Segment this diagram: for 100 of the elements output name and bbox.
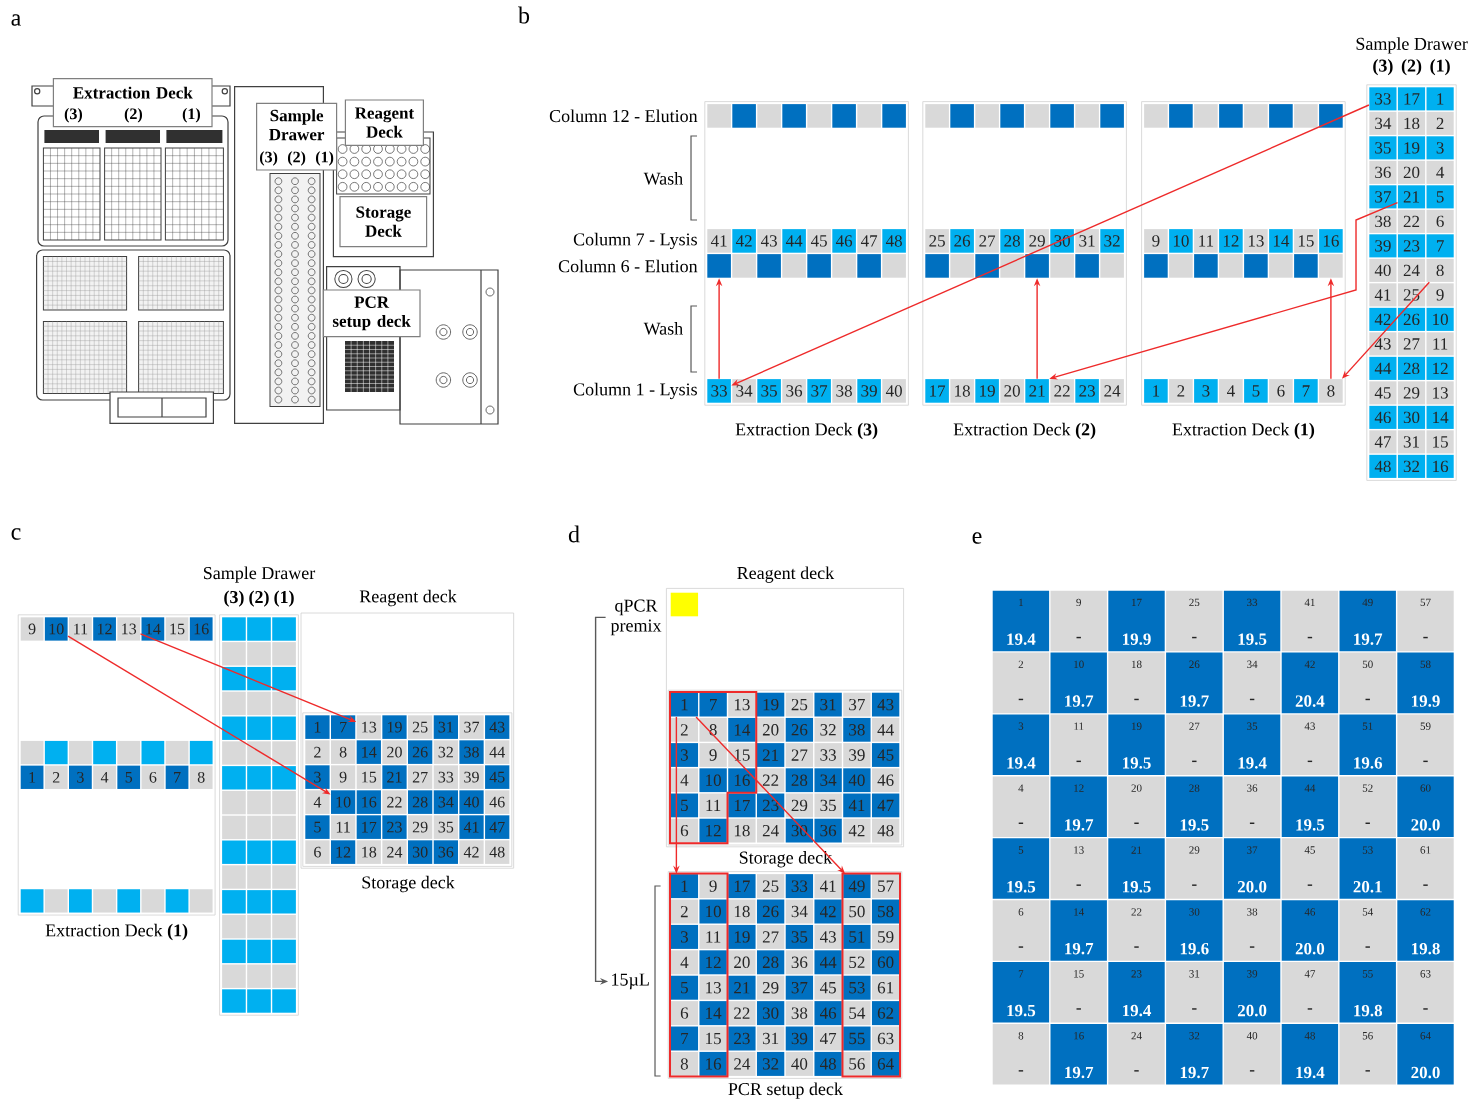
well: 10 (331, 790, 356, 814)
well: 9 (1144, 229, 1168, 253)
well (1294, 104, 1318, 128)
well: 42 (459, 840, 484, 864)
node-label: 2 (680, 724, 688, 736)
well: 15 (728, 743, 756, 767)
well (1219, 104, 1243, 128)
well: 12 (1219, 229, 1243, 253)
well: 7 (699, 692, 727, 717)
row-label: Wash (643, 322, 683, 335)
well: 23 (1075, 379, 1099, 403)
well: 21 (756, 743, 785, 767)
node-label: 15 (1433, 436, 1448, 448)
deck-caption: Storage deck (739, 851, 833, 868)
well: 4 (1219, 379, 1243, 403)
well: 44 (1369, 356, 1397, 380)
well: 3 (1426, 136, 1454, 160)
well: 8 (331, 740, 356, 764)
well: 31 (814, 692, 842, 717)
well (1194, 254, 1218, 278)
well: 42 (843, 818, 871, 843)
well: 23 (1397, 234, 1426, 258)
well: 27 (1397, 332, 1426, 356)
node-label: 35 (820, 799, 836, 812)
well: 37 (1369, 185, 1397, 209)
node-label: 11 (1433, 338, 1448, 350)
well: 32 (1100, 229, 1124, 253)
node-label: 1 (681, 699, 688, 711)
panel-letter: b (518, 6, 530, 24)
well: 40 (882, 379, 906, 403)
node-label: 9 (1152, 235, 1160, 247)
node-label: 33 (1375, 93, 1391, 105)
well: 26 (950, 229, 974, 253)
label-box: Storage Deck (339, 196, 428, 248)
well (189, 889, 213, 913)
row-label: Wash (643, 172, 683, 185)
well (857, 104, 881, 128)
node-label: 9 (709, 880, 717, 892)
well: 1 (1144, 379, 1168, 403)
node-label: 9 (1436, 289, 1444, 301)
node-label: 26 (1403, 313, 1420, 326)
well: 7 (1426, 234, 1454, 258)
node-label: 38 (1375, 215, 1391, 228)
node-label: 40 (885, 385, 902, 397)
well (1100, 254, 1124, 278)
well: 29 (408, 815, 433, 839)
well: 11 (331, 815, 356, 839)
well: 16 (189, 617, 213, 641)
well: 16 (699, 1051, 727, 1076)
well: 23 (382, 815, 407, 839)
well: 28 (785, 768, 814, 793)
well: 60 (871, 950, 900, 975)
well: 22 (1050, 379, 1074, 403)
well: 18 (950, 379, 974, 403)
node-label: 34 (438, 796, 454, 808)
well: 31 (1397, 430, 1426, 454)
node-label: 42 (463, 846, 479, 858)
well: 24 (1100, 379, 1124, 403)
slot-number: (2) (124, 107, 142, 123)
well: 36 (433, 840, 458, 864)
well: 2 (305, 740, 330, 764)
well: 24 (382, 840, 407, 864)
well (93, 889, 116, 913)
reagent-label: qPCR premix (610, 599, 662, 636)
node-label: 19 (1404, 142, 1420, 154)
well: 14 (728, 717, 756, 742)
node-label: 25 (762, 880, 779, 892)
well: 35 (433, 815, 458, 839)
well: 41 (843, 793, 871, 818)
column-header: (1) (1430, 59, 1450, 76)
well (1050, 104, 1074, 128)
well: 45 (814, 975, 842, 1000)
node-label: 5 (1436, 191, 1444, 203)
well: 54 (843, 1001, 871, 1026)
well: 9 (699, 874, 727, 899)
well: 13 (356, 715, 381, 739)
row-label: Column 1 - Lysis (573, 382, 697, 400)
node-label: 7 (340, 721, 347, 733)
well: 5 (117, 765, 141, 789)
well: 36 (814, 818, 842, 843)
well (117, 740, 141, 765)
well (1100, 104, 1124, 128)
well: 3 (305, 765, 330, 789)
well: 43 (1369, 332, 1397, 356)
node-label: 34 (1375, 117, 1392, 130)
well: 41 (459, 815, 484, 839)
well: 12 (331, 840, 356, 864)
column-header: (3) (1373, 59, 1393, 76)
node-label: 17 (734, 799, 750, 812)
node-label: 8 (709, 724, 717, 736)
well: 45 (1369, 381, 1397, 405)
deck-caption: Extraction Deck (3) (735, 422, 878, 440)
well: 10 (44, 617, 68, 641)
well (1144, 254, 1168, 278)
well: 21 (1397, 185, 1426, 209)
node-label: 29 (791, 799, 808, 812)
well (832, 254, 856, 278)
column-header: (2) (249, 590, 269, 607)
node-label: 34 (820, 774, 837, 786)
well: 13 (117, 617, 141, 641)
